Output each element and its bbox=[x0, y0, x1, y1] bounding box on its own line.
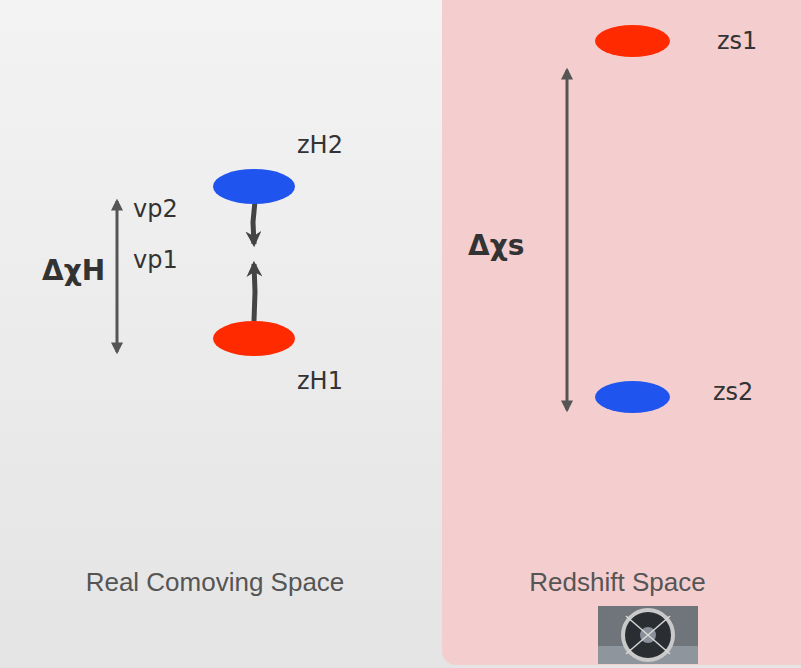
velocity-label: vp2 bbox=[133, 196, 178, 222]
point-blob: zH2 bbox=[213, 169, 295, 204]
point-blob: zs2 bbox=[595, 381, 670, 413]
blob-shape bbox=[595, 381, 670, 413]
label-anchor: ΔχH bbox=[42, 256, 105, 287]
distance-label: ΔχH bbox=[42, 256, 105, 287]
blob-shape bbox=[213, 169, 295, 204]
region-panel: Redshift Spacezs1zs2 bbox=[442, 0, 801, 668]
point-blob: zs1 bbox=[595, 25, 670, 57]
telescope-photo bbox=[598, 606, 698, 664]
label-anchor: Δχs bbox=[468, 231, 524, 262]
velocity-label: vp1 bbox=[133, 247, 178, 273]
blob-shape bbox=[213, 321, 295, 356]
velocity-arrow bbox=[254, 264, 255, 321]
redshift-label: zs1 bbox=[717, 28, 757, 54]
point-blob: zH1 bbox=[213, 321, 295, 356]
blob-shape bbox=[595, 25, 670, 57]
redshift-label: zH2 bbox=[297, 132, 343, 158]
redshift-label: zs2 bbox=[713, 379, 753, 405]
distance-arrow bbox=[566, 70, 569, 410]
label-anchor: Real Comoving Space bbox=[0, 568, 430, 597]
distance-arrow bbox=[116, 201, 119, 352]
space-title: Redshift Space bbox=[438, 568, 797, 597]
distance-label: Δχs bbox=[468, 231, 524, 262]
velocity-arrow bbox=[253, 201, 255, 244]
blob-ellipse bbox=[595, 25, 670, 57]
label-anchor: vp2 bbox=[133, 196, 178, 222]
region-panel-fill bbox=[442, 0, 801, 665]
blob-ellipse bbox=[213, 169, 295, 204]
redshift-label: zH1 bbox=[297, 368, 343, 394]
space-title: Real Comoving Space bbox=[0, 568, 430, 597]
blob-ellipse bbox=[595, 381, 670, 413]
blob-ellipse bbox=[213, 321, 295, 356]
label-anchor: vp1 bbox=[133, 247, 178, 273]
